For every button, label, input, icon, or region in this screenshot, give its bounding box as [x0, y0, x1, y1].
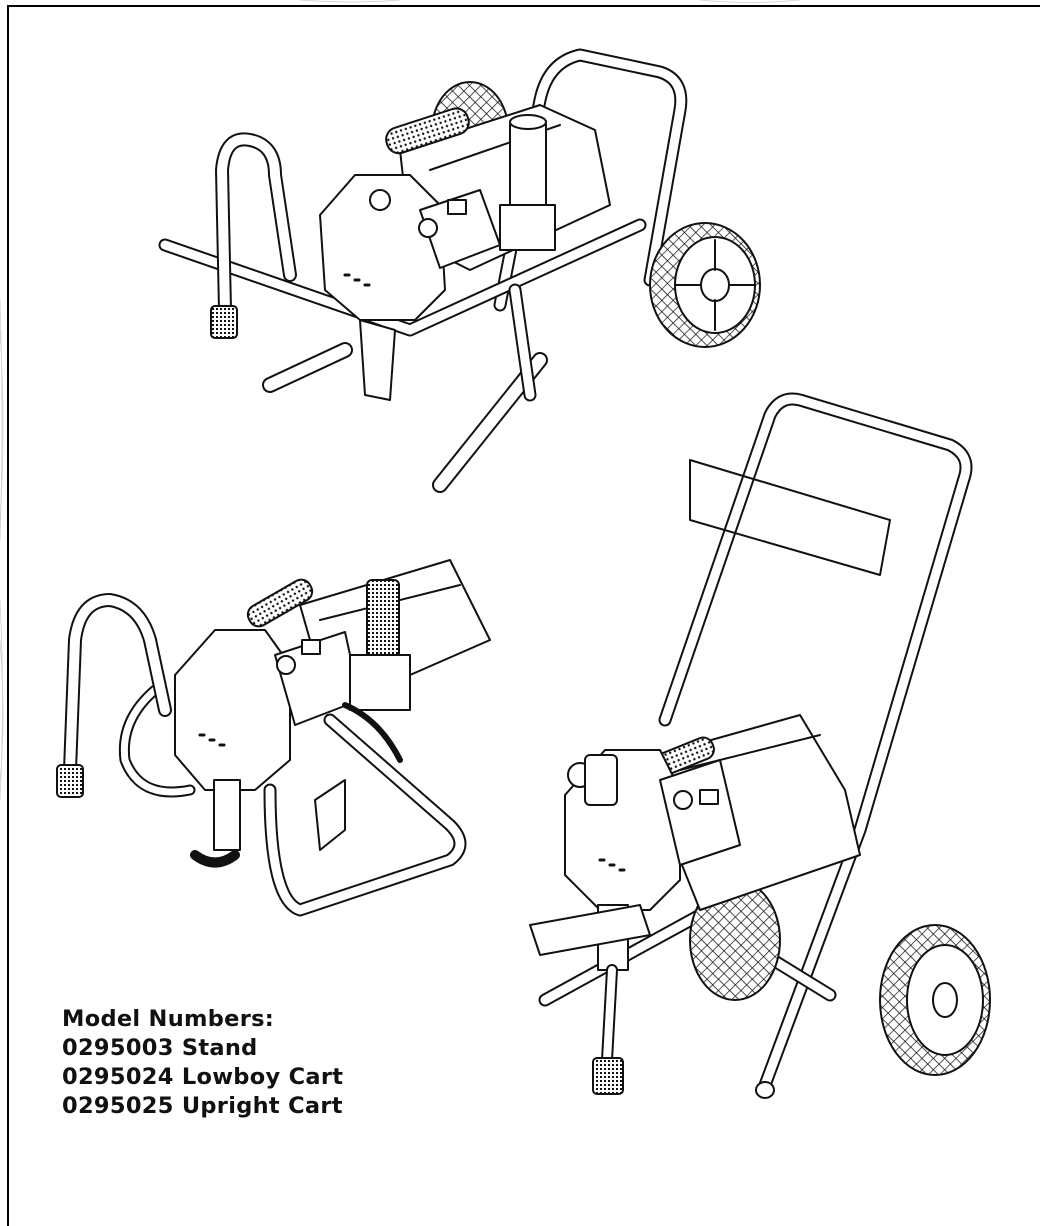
model-number-upright-cart: 0295025 Upright Cart — [62, 1093, 343, 1119]
model-numbers-block: Model Numbers: 0295003 Stand 0295024 Low… — [62, 1005, 343, 1121]
stand-sprayer-icon — [56, 559, 491, 917]
upright-cart-sprayer-icon — [529, 392, 991, 1099]
model-number-stand: 0295003 Stand — [62, 1035, 258, 1061]
lowboy-cart-sprayer-icon — [158, 48, 761, 493]
model-number-lowboy-cart: 0295024 Lowboy Cart — [62, 1064, 344, 1090]
model-numbers-heading: Model Numbers: — [62, 1006, 275, 1032]
